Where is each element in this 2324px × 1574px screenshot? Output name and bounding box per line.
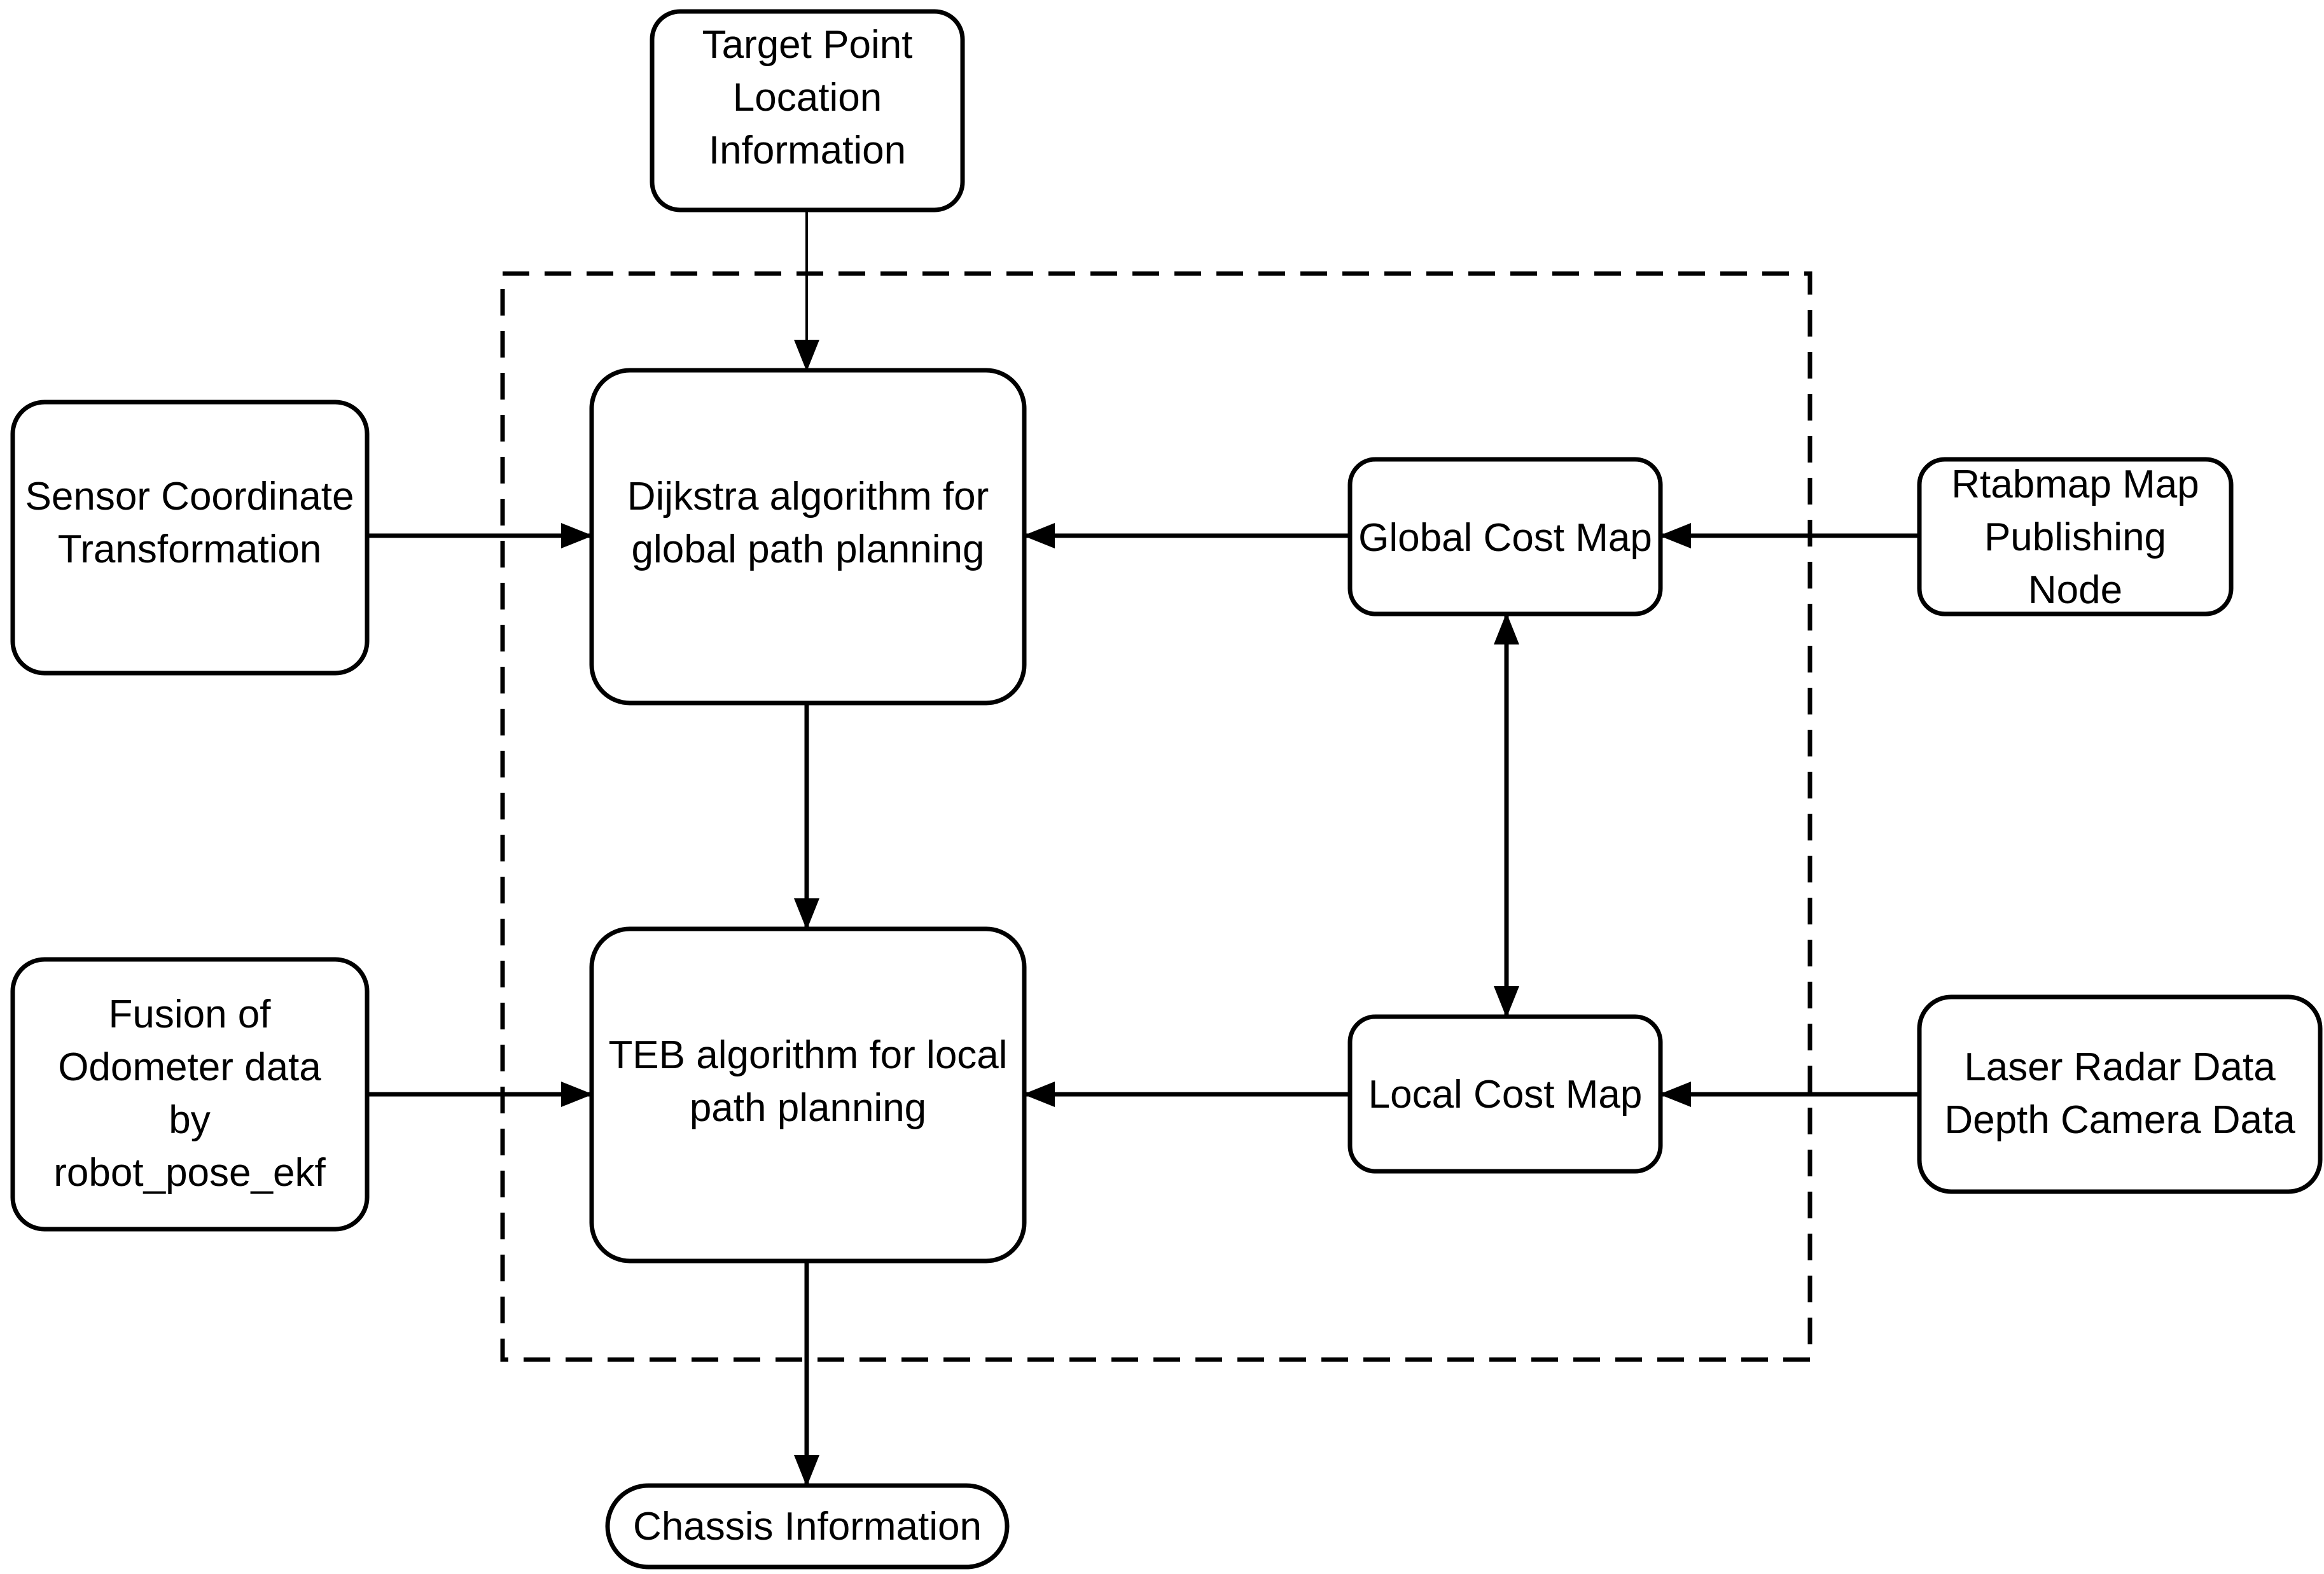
node-target-line-0: Target Point — [702, 23, 913, 67]
planner-boundary — [500, 271, 1813, 1362]
edges — [367, 210, 1919, 1487]
node-local-cost: Local Cost Map — [1347, 1014, 1663, 1174]
node-dijkstra: Dijkstra algorithm for global path planni… — [589, 368, 1027, 706]
node-sensor-box — [10, 400, 370, 676]
node-laser-line-1: Depth Camera Data — [1944, 1098, 2295, 1142]
node-chassis-label: Chassis Information — [633, 1505, 982, 1549]
node-laser-line-0: Laser Radar Data — [1964, 1045, 2276, 1089]
node-fusion-line-3: robot_pose_ekf — [53, 1151, 326, 1195]
node-teb-line-1: path planning — [690, 1086, 926, 1130]
node-teb-box — [589, 926, 1027, 1264]
node-chassis: Chassis Information — [605, 1483, 1010, 1570]
node-fusion: Fusion of Odometer data by robot_pose_ekf — [10, 957, 370, 1232]
node-dijkstra-box — [589, 368, 1027, 706]
node-target-line-2: Information — [709, 129, 906, 172]
node-target-box — [650, 9, 965, 212]
node-rtabmap-line-0: Rtabmap Map — [1951, 463, 2199, 506]
node-dijkstra-line-0: Dijkstra algorithm for — [627, 475, 989, 519]
node-fusion-line-1: Odometer data — [58, 1045, 321, 1089]
node-rtabmap-box — [1917, 457, 2234, 616]
node-fusion-label: Fusion of Odometer data by robot_pose_ekf — [53, 992, 326, 1195]
node-teb: TEB algorithm for local path planning — [589, 926, 1027, 1264]
node-fusion-box — [10, 957, 370, 1232]
node-sensor-line-0: Sensor Coordinate — [25, 475, 354, 519]
node-dijkstra-label: Dijkstra algorithm for global path planni… — [627, 475, 989, 571]
node-global-cost-box — [1347, 457, 1663, 616]
node-global-cost-label: Global Cost Map — [1358, 516, 1652, 560]
node-local-cost-box — [1347, 1014, 1663, 1174]
node-global_cost-line-0: Global Cost Map — [1358, 516, 1652, 560]
node-fusion-line-2: by — [169, 1098, 210, 1142]
node-dijkstra-line-1: global path planning — [631, 527, 984, 571]
node-global-cost: Global Cost Map — [1347, 457, 1663, 616]
node-sensor-line-1: Transformation — [58, 527, 322, 571]
node-laser-box — [1917, 994, 2323, 1194]
node-chassis-line-0: Chassis Information — [633, 1505, 982, 1549]
node-chassis-box — [605, 1483, 1010, 1570]
node-target-line-1: Location — [733, 76, 882, 120]
node-local_cost-line-0: Local Cost Map — [1368, 1073, 1643, 1117]
node-rtabmap-line-2: Node — [2028, 568, 2122, 612]
node-rtabmap-line-1: Publishing — [1984, 515, 2166, 559]
node-teb-label: TEB algorithm for local path planning — [608, 1033, 1007, 1130]
node-local-cost-label: Local Cost Map — [1368, 1073, 1643, 1117]
node-teb-line-0: TEB algorithm for local — [608, 1033, 1007, 1077]
node-fusion-line-0: Fusion of — [108, 992, 271, 1036]
